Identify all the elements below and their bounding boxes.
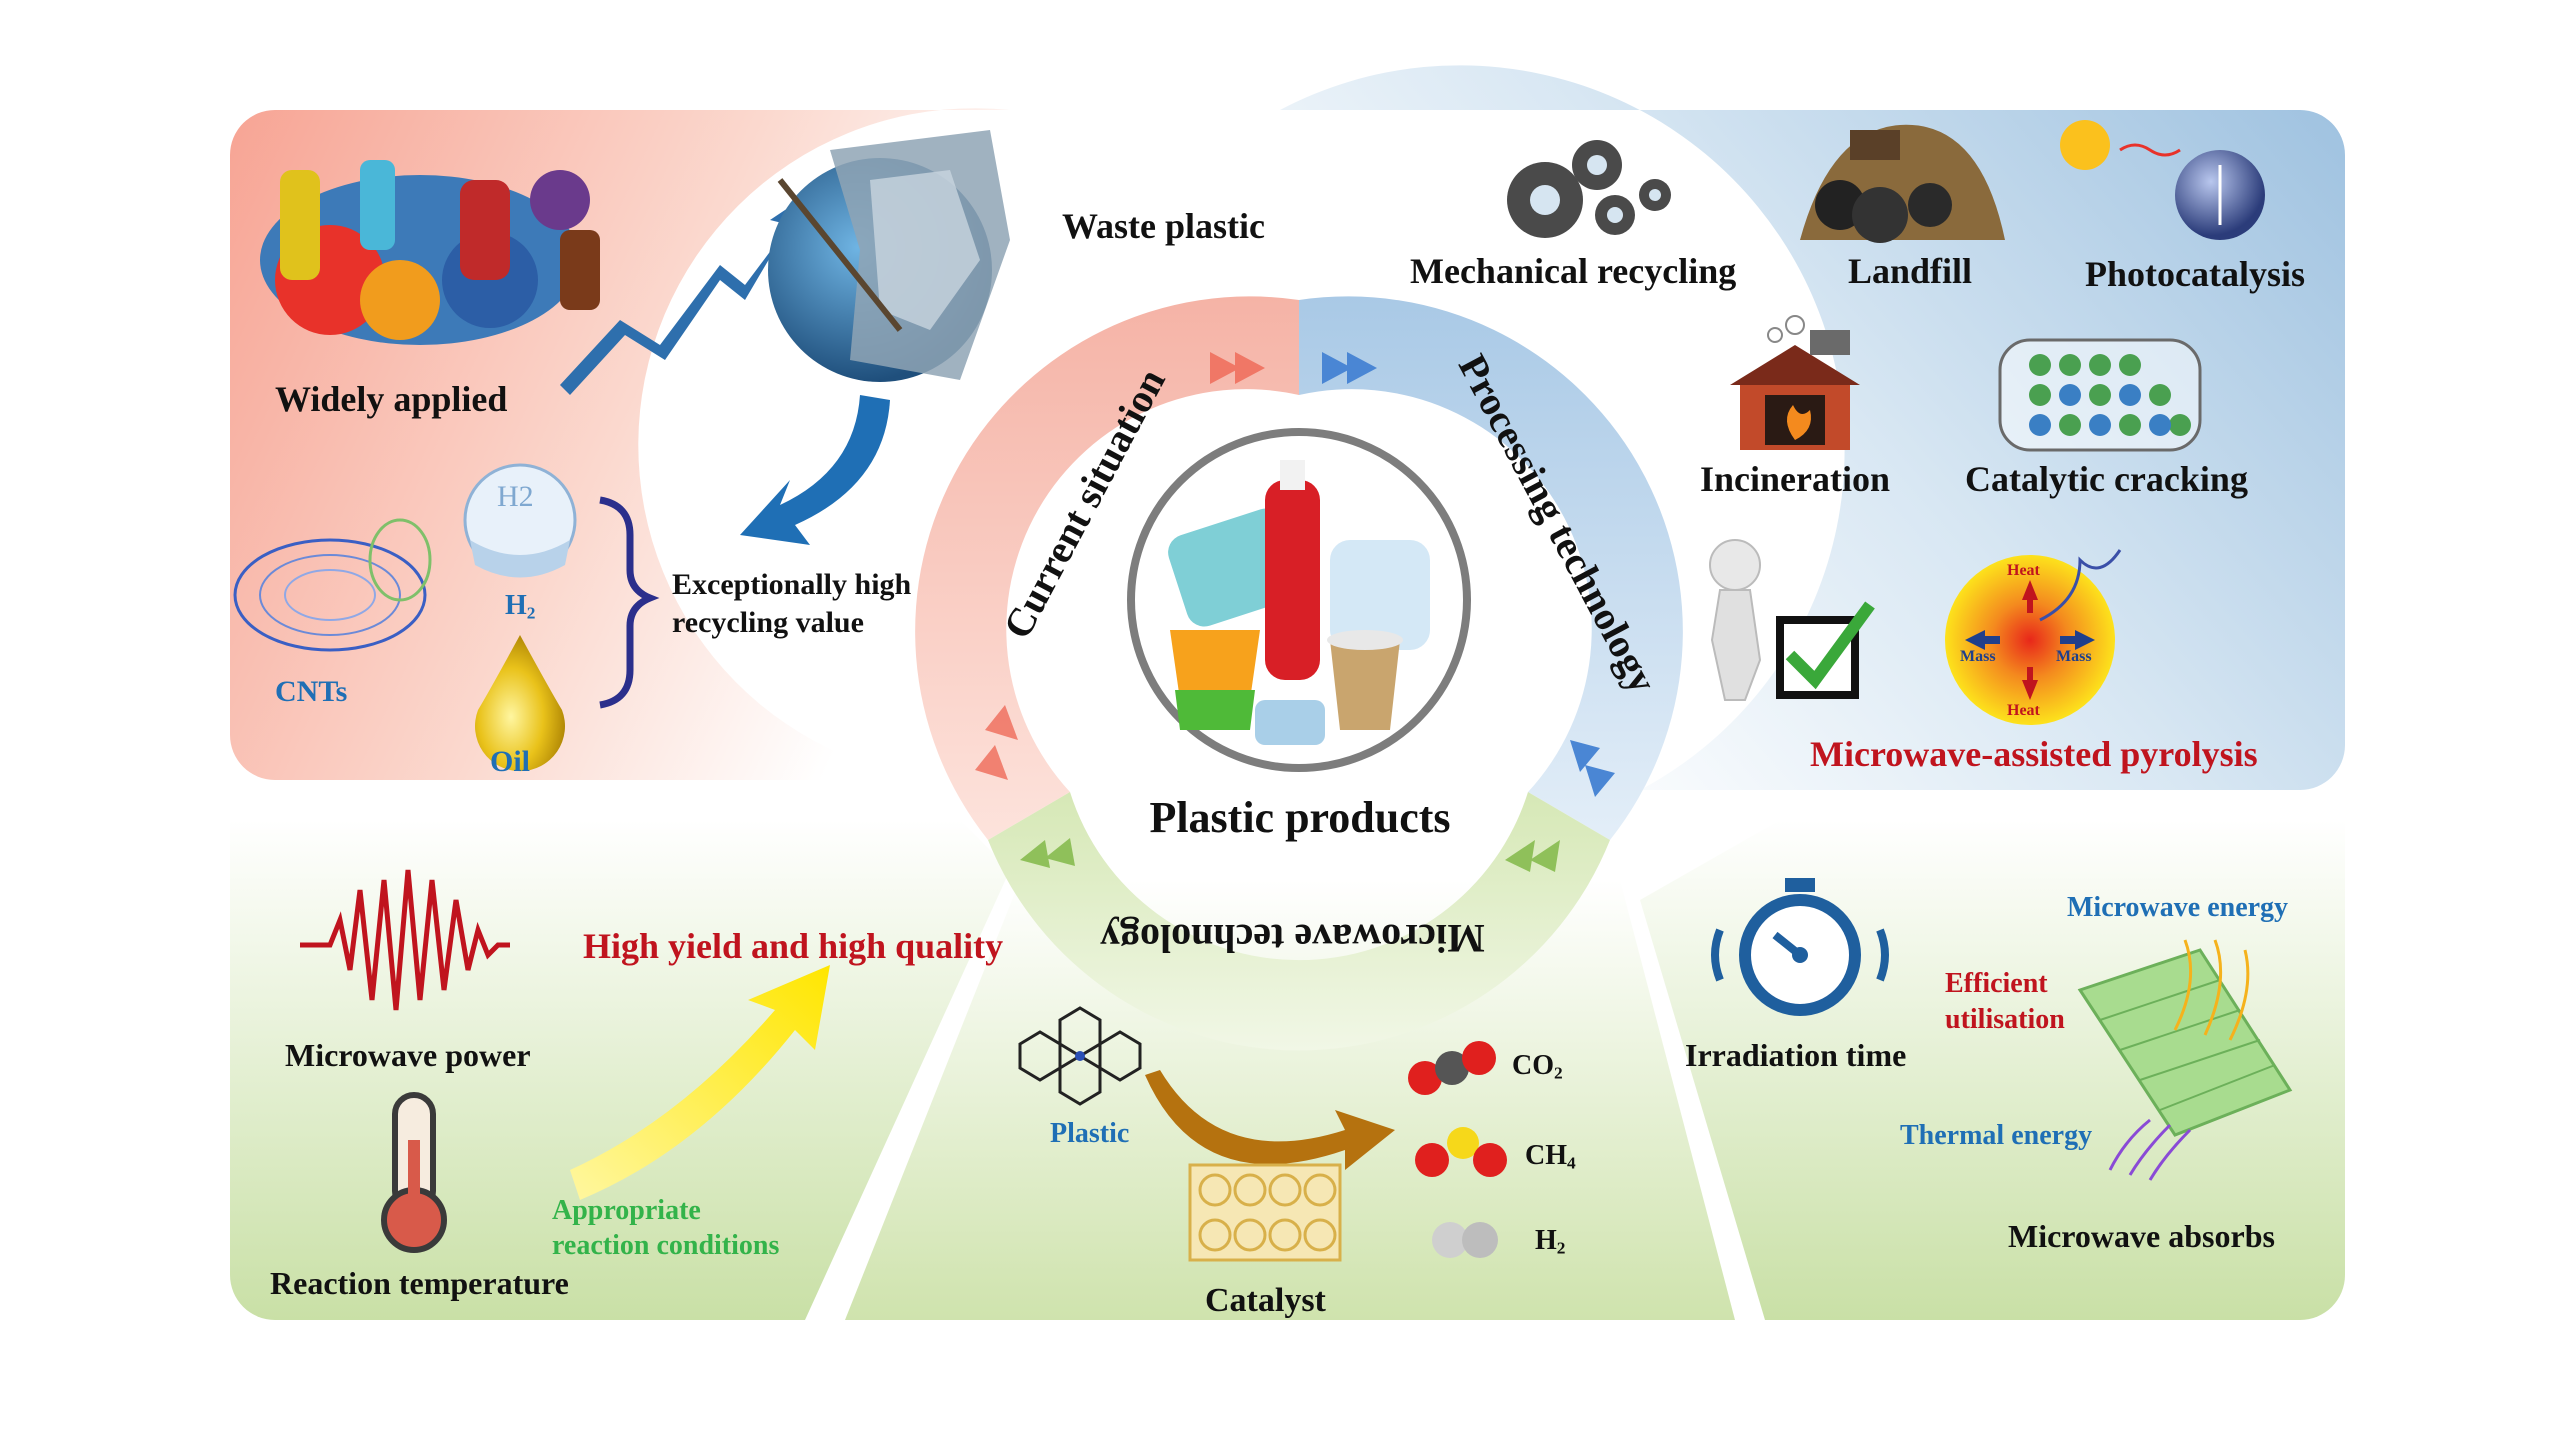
co2-molecule-icon (1408, 1041, 1496, 1095)
energy-waves-icon (2108, 939, 2250, 1181)
recycling-value-line1: Exceptionally high (672, 568, 912, 601)
catalyst-arrow (1145, 1070, 1395, 1170)
waste-globe (768, 130, 1010, 382)
oil-label: Oil (490, 745, 531, 778)
plastic-products-pile (260, 160, 600, 345)
plastic-label: Plastic (1050, 1118, 1130, 1149)
cnts-label: CNTs (275, 675, 348, 708)
heat-label-bottom: Heat (2007, 702, 2040, 719)
h2-label: H2 (505, 590, 536, 623)
incineration-label: Incineration (1700, 459, 1891, 499)
oil-drop-icon (474, 635, 566, 772)
mass-label-right: Mass (2056, 648, 2092, 665)
h2-bubble-icon (463, 463, 577, 578)
h2-molecule-icon (1432, 1222, 1498, 1258)
microwave-wave-icon (300, 869, 510, 1011)
catalyst-label: Catalyst (1205, 1282, 1326, 1319)
microwave-absorbs-label: Microwave absorbs (2008, 1218, 2275, 1254)
high-yield-label: High yield and high quality (583, 926, 1004, 966)
mass-label-left: Mass (1960, 648, 1996, 665)
yellow-up-arrow (570, 965, 830, 1200)
down-arrow (740, 395, 890, 545)
absorber-lattice-icon (2077, 948, 2293, 1137)
h2-product-label: H2 (1535, 1225, 1566, 1258)
photocatalysis-label: Photocatalysis (2085, 254, 2305, 294)
microwave-pyrolysis-label: Microwave-assisted pyrolysis (1810, 734, 2258, 774)
microwave-heating-icon (1945, 549, 2122, 725)
thermal-energy-label: Thermal energy (1900, 1120, 2093, 1151)
microwave-energy-label: Microwave energy (2067, 892, 2289, 923)
co2-label: CO2 (1512, 1050, 1563, 1083)
catalytic-cracking-label: Catalytic cracking (1965, 459, 2248, 499)
catalyst-structure-icon (1188, 1163, 1342, 1262)
growth-arrow (560, 200, 800, 395)
appropriate-line2: reaction conditions (552, 1230, 780, 1261)
plastic-molecule-icon (1018, 1006, 1142, 1106)
gears-icon (1507, 140, 1671, 238)
catalytic-cracking-icon (1998, 338, 2202, 452)
ring-segment-microwave (988, 792, 1610, 1051)
ring-arrows (975, 352, 1615, 872)
efficient-line1: Efficient (1945, 968, 2048, 999)
irradiation-time-label: Irradiation time (1685, 1037, 1907, 1073)
ch4-molecule-icon (1415, 1127, 1507, 1177)
photocatalysis-icon (2060, 120, 2265, 240)
widely-applied-label: Widely applied (275, 379, 508, 419)
heat-label-top: Heat (2007, 562, 2040, 579)
microwave-power-label: Microwave power (285, 1037, 531, 1073)
ring-segment-current (915, 296, 1299, 840)
approval-figure-icon (1709, 539, 1875, 701)
panel-microwave-center (845, 880, 1735, 1320)
reaction-temperature-label: Reaction temperature (270, 1265, 569, 1301)
thermometer-icon (381, 1092, 447, 1253)
incinerator-icon (1730, 315, 1860, 450)
waste-plastic-label: Waste plastic (1062, 206, 1265, 246)
stopwatch-icon (1711, 878, 1889, 1016)
efficient-line2: utilisation (1945, 1004, 2065, 1035)
plastic-products-illustration (1168, 460, 1430, 745)
brace-icon (599, 496, 660, 709)
landfill-icon (1800, 124, 2005, 243)
recycling-value-line2: recycling value (672, 606, 864, 639)
h2-bubble-text: H2 (497, 480, 534, 513)
ring-label-microwave: Microwave technology (1100, 916, 1485, 961)
plastic-products-title: Plastic products (1149, 793, 1451, 842)
landfill-label: Landfill (1848, 251, 1973, 291)
appropriate-line1: Appropriate (552, 1195, 701, 1226)
cnts-icon (233, 518, 432, 652)
ch4-label: CH4 (1525, 1140, 1576, 1173)
ring-segment-processing (1299, 296, 1683, 840)
mechanical-recycling-label: Mechanical recycling (1410, 251, 1737, 291)
